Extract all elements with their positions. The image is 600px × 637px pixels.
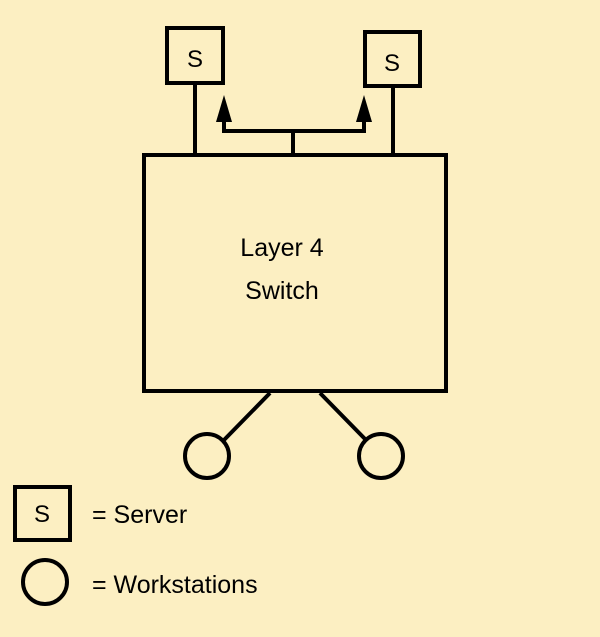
legend-server-symbol [13,485,72,542]
layer4-switch-box [142,153,448,393]
server-left-label: S [187,46,203,73]
workstation-right [357,432,405,480]
legend-workstation-symbol [21,558,69,606]
load-balance-path-right [293,118,366,133]
legend-server-text: = Server [92,501,187,529]
server-right-label: S [384,50,400,77]
switch-label-line2: Switch [245,277,319,305]
load-balance-path [222,118,295,155]
switch-label-line1: Layer 4 [240,234,323,262]
arrow-head-right-icon [356,95,372,122]
workstation-right-link [318,391,368,442]
legend-server-symbol-label: S [34,501,50,528]
arrow-head-left-icon [216,95,232,122]
workstation-left-link [222,391,272,442]
workstation-left [183,432,231,480]
legend-workstation-text: = Workstations [92,571,258,599]
